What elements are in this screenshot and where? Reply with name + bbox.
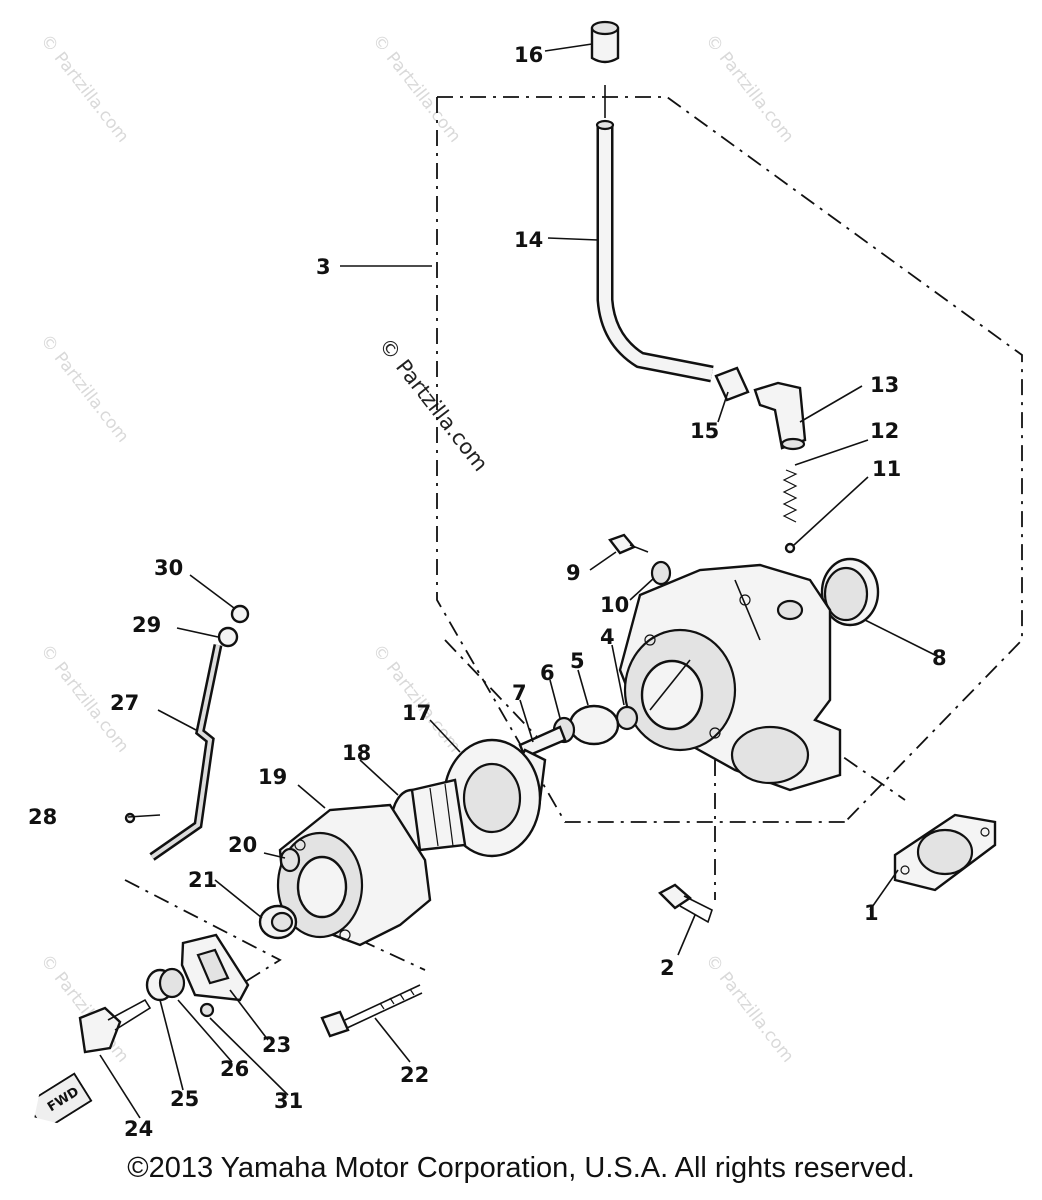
callout-7: 7 [512, 681, 527, 705]
watermark: © Partzilla.com [368, 641, 465, 757]
callout-19: 19 [258, 765, 287, 789]
shaft-guide [444, 639, 541, 741]
part-coupling [439, 738, 547, 858]
callout-labels: 16 14 3 13 15 12 11 9 10 8 4 5 6 7 17 18… [28, 43, 947, 1141]
part-gasket [893, 813, 997, 892]
part-clamp [714, 366, 750, 402]
hose-end [595, 119, 615, 131]
callout-21: 21 [188, 868, 217, 892]
part-nut-30 [230, 604, 250, 624]
part-cap [590, 20, 620, 64]
callout-25: 25 [170, 1087, 199, 1111]
watermark: © Partzilla.com [368, 31, 465, 147]
part-plate [568, 704, 620, 746]
part-washer [650, 560, 672, 586]
callout-20: 20 [228, 833, 257, 857]
callout-23: 23 [262, 1033, 291, 1057]
part-bolt-24 [78, 998, 152, 1054]
callout-11: 11 [872, 457, 901, 481]
callout-9: 9 [566, 561, 581, 585]
callout-27: 27 [110, 691, 139, 715]
callout-18: 18 [342, 741, 371, 765]
callout-16: 16 [514, 43, 543, 67]
part-elbow-fitting [753, 381, 807, 451]
part-seal-cap [820, 557, 880, 627]
part-bracket [180, 933, 250, 1002]
assembly-outline [436, 96, 1023, 823]
callout-14: 14 [514, 228, 543, 252]
part-check-ball [784, 542, 796, 554]
watermark: © Partzilla.com [36, 331, 133, 447]
callout-13: 13 [870, 373, 899, 397]
part-screw [608, 533, 649, 555]
callout-4: 4 [600, 625, 615, 649]
callout-29: 29 [132, 613, 161, 637]
part-pin-31 [199, 1002, 215, 1018]
callout-15: 15 [690, 419, 719, 443]
watermark: © Partzilla.com [701, 951, 798, 1067]
callout-22: 22 [400, 1063, 429, 1087]
copyright-notice: ©2013 Yamaha Motor Corporation, U.S.A. A… [127, 1152, 915, 1184]
part-oring [615, 705, 639, 731]
cover-guide [124, 879, 426, 986]
leader-lines [99, 43, 936, 1119]
callout-5: 5 [570, 649, 585, 673]
callout-8: 8 [932, 646, 947, 670]
callout-1: 1 [864, 901, 879, 925]
callout-12: 12 [870, 419, 899, 443]
part-pump-body [618, 563, 842, 792]
callout-31: 31 [274, 1089, 303, 1113]
part-rod-inner [150, 644, 220, 859]
callout-2: 2 [660, 956, 675, 980]
part-nut-29 [217, 626, 239, 648]
part-housing-cover [276, 803, 432, 947]
callout-3: 3 [316, 255, 331, 279]
watermark-center: © Partzilla.com [374, 333, 493, 475]
part-spring [782, 469, 798, 523]
part-washer-26 [158, 967, 186, 999]
callout-26: 26 [220, 1057, 249, 1081]
part-bolt-2 [658, 883, 713, 924]
callout-10: 10 [600, 593, 629, 617]
part-seal-20 [279, 847, 301, 873]
part-hose-inner [599, 125, 714, 380]
part-long-bolt [320, 984, 423, 1038]
watermark: © Partzilla.com [701, 31, 798, 147]
part-pin-28 [124, 812, 136, 824]
callout-24: 24 [124, 1117, 153, 1141]
callout-28: 28 [28, 805, 57, 829]
watermark: © Partzilla.com [36, 31, 133, 147]
callout-6: 6 [540, 661, 555, 685]
callout-30: 30 [154, 556, 183, 580]
part-clip [258, 904, 298, 940]
callout-17: 17 [402, 701, 431, 725]
